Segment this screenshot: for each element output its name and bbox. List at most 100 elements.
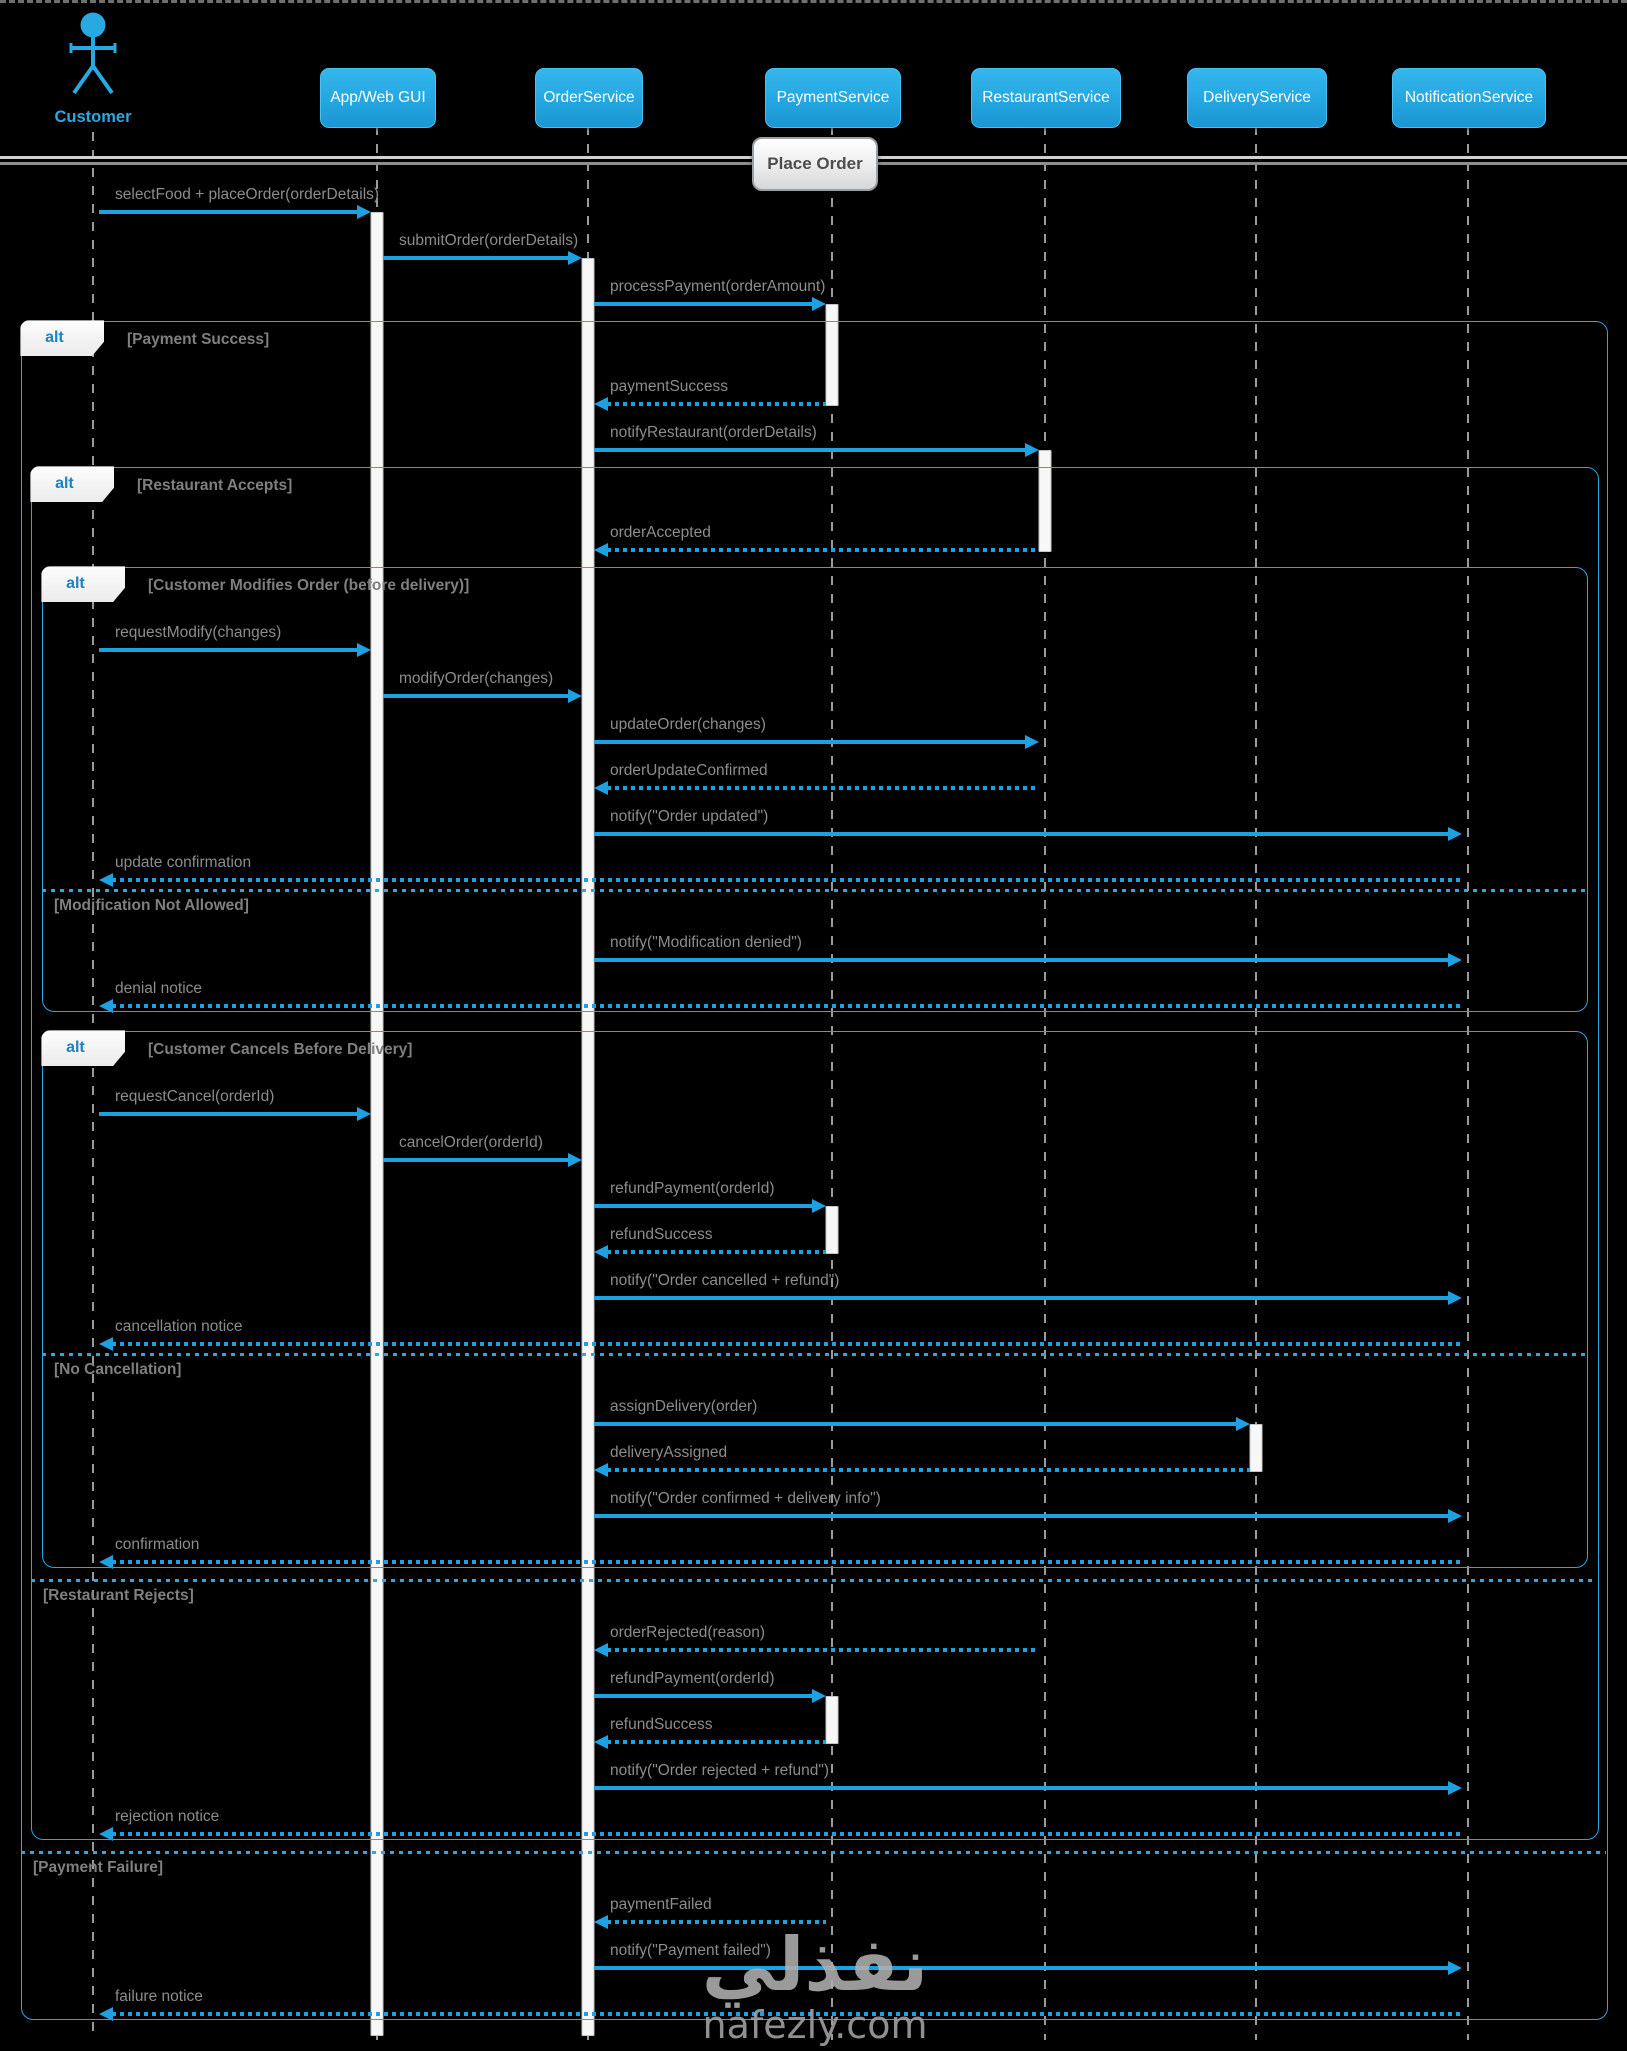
watermark-latin: nafezly.com — [702, 2003, 928, 2047]
alt-else-divider — [42, 1353, 1586, 1356]
alt-condition-label: [Payment Success] — [127, 331, 270, 348]
message-arrowhead — [594, 1463, 608, 1477]
message-arrow-line — [607, 1740, 826, 1744]
message-arrowhead — [594, 397, 608, 411]
message-arrowhead — [568, 251, 582, 265]
lifeline-customer — [92, 132, 94, 2040]
message-label: paymentSuccess — [610, 378, 729, 395]
activation-payment — [825, 1696, 839, 1744]
message-arrowhead — [1448, 1509, 1462, 1523]
message-arrow-line — [594, 832, 1449, 836]
message-arrow-line — [607, 1920, 826, 1924]
message-arrow-line — [112, 2012, 1462, 2016]
activation-payment — [825, 304, 839, 406]
message-arrow-line — [594, 302, 813, 306]
message-arrow-line — [594, 1422, 1237, 1426]
message-arrowhead — [568, 1153, 582, 1167]
message-label: notify("Payment failed") — [610, 1942, 771, 1959]
message-label: notify("Order confirmed + delivery info"… — [610, 1490, 881, 1507]
message-arrow-line — [607, 1468, 1250, 1472]
message-arrow-line — [112, 1832, 1462, 1836]
message-arrowhead — [568, 689, 582, 703]
message-arrowhead — [99, 999, 113, 1013]
message-arrow-line — [112, 1004, 1462, 1008]
message-label: requestModify(changes) — [115, 624, 282, 641]
alt-operator-label: alt — [41, 566, 126, 603]
participant-restaurant: RestaurantService — [971, 68, 1121, 128]
message-arrowhead — [99, 1827, 113, 1841]
watermark: نفذلي nafezly.com — [702, 1925, 928, 2045]
message-arrowhead — [1448, 1961, 1462, 1975]
message-arrowhead — [594, 1735, 608, 1749]
message-arrow-line — [594, 1296, 1449, 1300]
message-arrowhead — [594, 1915, 608, 1929]
message-arrowhead — [99, 1337, 113, 1351]
message-arrow-line — [607, 1648, 1039, 1652]
message-arrowhead — [1448, 953, 1462, 967]
message-arrowhead — [357, 1107, 371, 1121]
message-label: failure notice — [115, 1988, 203, 2005]
activation-restaurant — [1038, 450, 1052, 552]
message-arrow-line — [607, 1250, 826, 1254]
message-arrowhead — [1025, 735, 1039, 749]
alt-else-divider — [21, 1851, 1606, 1854]
alt-operator-label: alt — [41, 1030, 126, 1067]
message-arrow-line — [594, 1204, 813, 1208]
alt-operator-label: alt — [30, 466, 115, 503]
activation-payment — [825, 1206, 839, 1254]
alt-fragment: alt — [20, 320, 1608, 2020]
message-arrow-line — [112, 878, 1462, 882]
message-arrowhead — [357, 643, 371, 657]
participant-notification: NotificationService — [1392, 68, 1546, 128]
message-arrow-line — [99, 210, 358, 214]
message-label: cancellation notice — [115, 1318, 243, 1335]
message-label: refundSuccess — [610, 1226, 713, 1243]
message-arrow-line — [607, 786, 1039, 790]
section-title: Place Order — [752, 137, 878, 191]
message-label: refundPayment(orderId) — [610, 1180, 775, 1197]
message-arrowhead — [99, 873, 113, 887]
message-arrowhead — [1448, 827, 1462, 841]
participant-delivery: DeliveryService — [1187, 68, 1327, 128]
message-arrow-line — [594, 1786, 1449, 1790]
activation-order — [581, 258, 595, 2036]
message-arrow-line — [383, 1158, 569, 1162]
alt-fragment: alt — [41, 566, 1588, 1012]
message-arrowhead — [1448, 1291, 1462, 1305]
message-label: refundPayment(orderId) — [610, 1670, 775, 1687]
message-arrowhead — [357, 205, 371, 219]
alt-operator-label: alt — [20, 320, 105, 357]
message-label: notifyRestaurant(orderDetails) — [610, 424, 817, 441]
lifeline-payment — [831, 126, 833, 2040]
message-label: updateOrder(changes) — [610, 716, 766, 733]
message-label: paymentFailed — [610, 1896, 712, 1913]
message-label: notify("Modification denied") — [610, 934, 802, 951]
lifeline-restaurant — [1044, 126, 1046, 2040]
alt-else-condition-label: [Modification Not Allowed] — [54, 897, 249, 914]
participant-order: OrderService — [535, 68, 643, 128]
message-arrow-line — [594, 1694, 813, 1698]
message-arrowhead — [594, 543, 608, 557]
message-arrow-line — [383, 256, 569, 260]
message-arrow-line — [594, 448, 1026, 452]
message-label: denial notice — [115, 980, 203, 997]
message-label: processPayment(orderAmount) — [610, 278, 826, 295]
message-arrowhead — [1236, 1417, 1250, 1431]
message-arrowhead — [1448, 1781, 1462, 1795]
message-label: notify("Order cancelled + refund") — [610, 1272, 840, 1289]
message-label: assignDelivery(order) — [610, 1398, 758, 1415]
watermark-arabic: نفذلي — [701, 1922, 929, 2008]
message-arrowhead — [99, 2007, 113, 2021]
message-label: refundSuccess — [610, 1716, 713, 1733]
alt-else-divider — [31, 1579, 1597, 1582]
message-arrowhead — [594, 1245, 608, 1259]
message-label: submitOrder(orderDetails) — [399, 232, 579, 249]
message-arrow-line — [99, 1112, 358, 1116]
message-arrowhead — [812, 1199, 826, 1213]
activation-delivery — [1249, 1424, 1263, 1472]
participant-payment: PaymentService — [765, 68, 901, 128]
message-label: notify("Order updated") — [610, 808, 769, 825]
message-arrowhead — [812, 1689, 826, 1703]
message-arrow-line — [594, 740, 1026, 744]
message-label: modifyOrder(changes) — [399, 670, 554, 687]
